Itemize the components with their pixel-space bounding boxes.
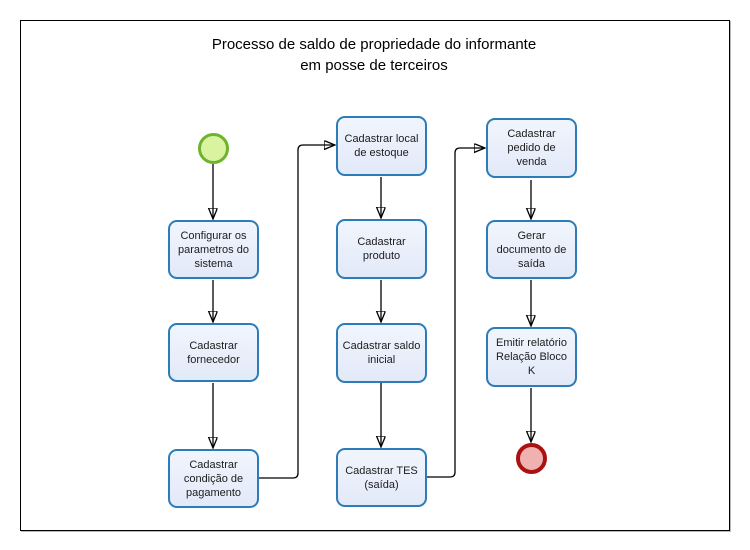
node-label: Cadastrar TES (saída) [345,464,418,491]
node-label: Cadastrar fornecedor [187,339,240,366]
end-event [516,443,547,474]
node-cadastrar-produto: Cadastrar produto [336,219,427,279]
start-event [198,133,229,164]
node-cadastrar-fornecedor: Cadastrar fornecedor [168,323,259,382]
node-cadastrar-pedido-venda: Cadastrar pedido de venda [486,118,577,178]
node-label: Gerar documento de saída [496,229,567,270]
node-label: Cadastrar pedido de venda [507,128,556,168]
node-cadastrar-tes: Cadastrar TES (saída) [336,448,427,507]
node-cadastrar-saldo-inicial: Cadastrar saldo inicial [336,323,427,383]
node-label: Cadastrar produto [357,236,406,262]
node-label: Cadastrar saldo inicial [342,340,421,366]
node-gerar-documento-saida: Gerar documento de saída [486,220,577,279]
node-cadastrar-local-estoque: Cadastrar local de estoque [336,116,427,176]
node-label: Emitir relatório Relação Bloco K [496,337,567,377]
diagram-title: Processo de saldo de propriedade do info… [211,36,537,74]
connector-condicao-to-local-estoque [259,145,334,479]
node-emitir-relatorio: Emitir relatório Relação Bloco K [486,327,577,387]
node-label: Cadastrar local de estoque [344,133,419,159]
node-configurar-parametros: Configurar os parametros do sistema [168,220,259,279]
connector-tes-to-pedido-venda [427,148,484,478]
node-cadastrar-condicao-pagamento: Cadastrar condição de pagamento [168,449,259,508]
node-label: Cadastrar condição de pagamento [183,458,244,499]
node-label: Configurar os parametros do sistema [178,229,249,270]
